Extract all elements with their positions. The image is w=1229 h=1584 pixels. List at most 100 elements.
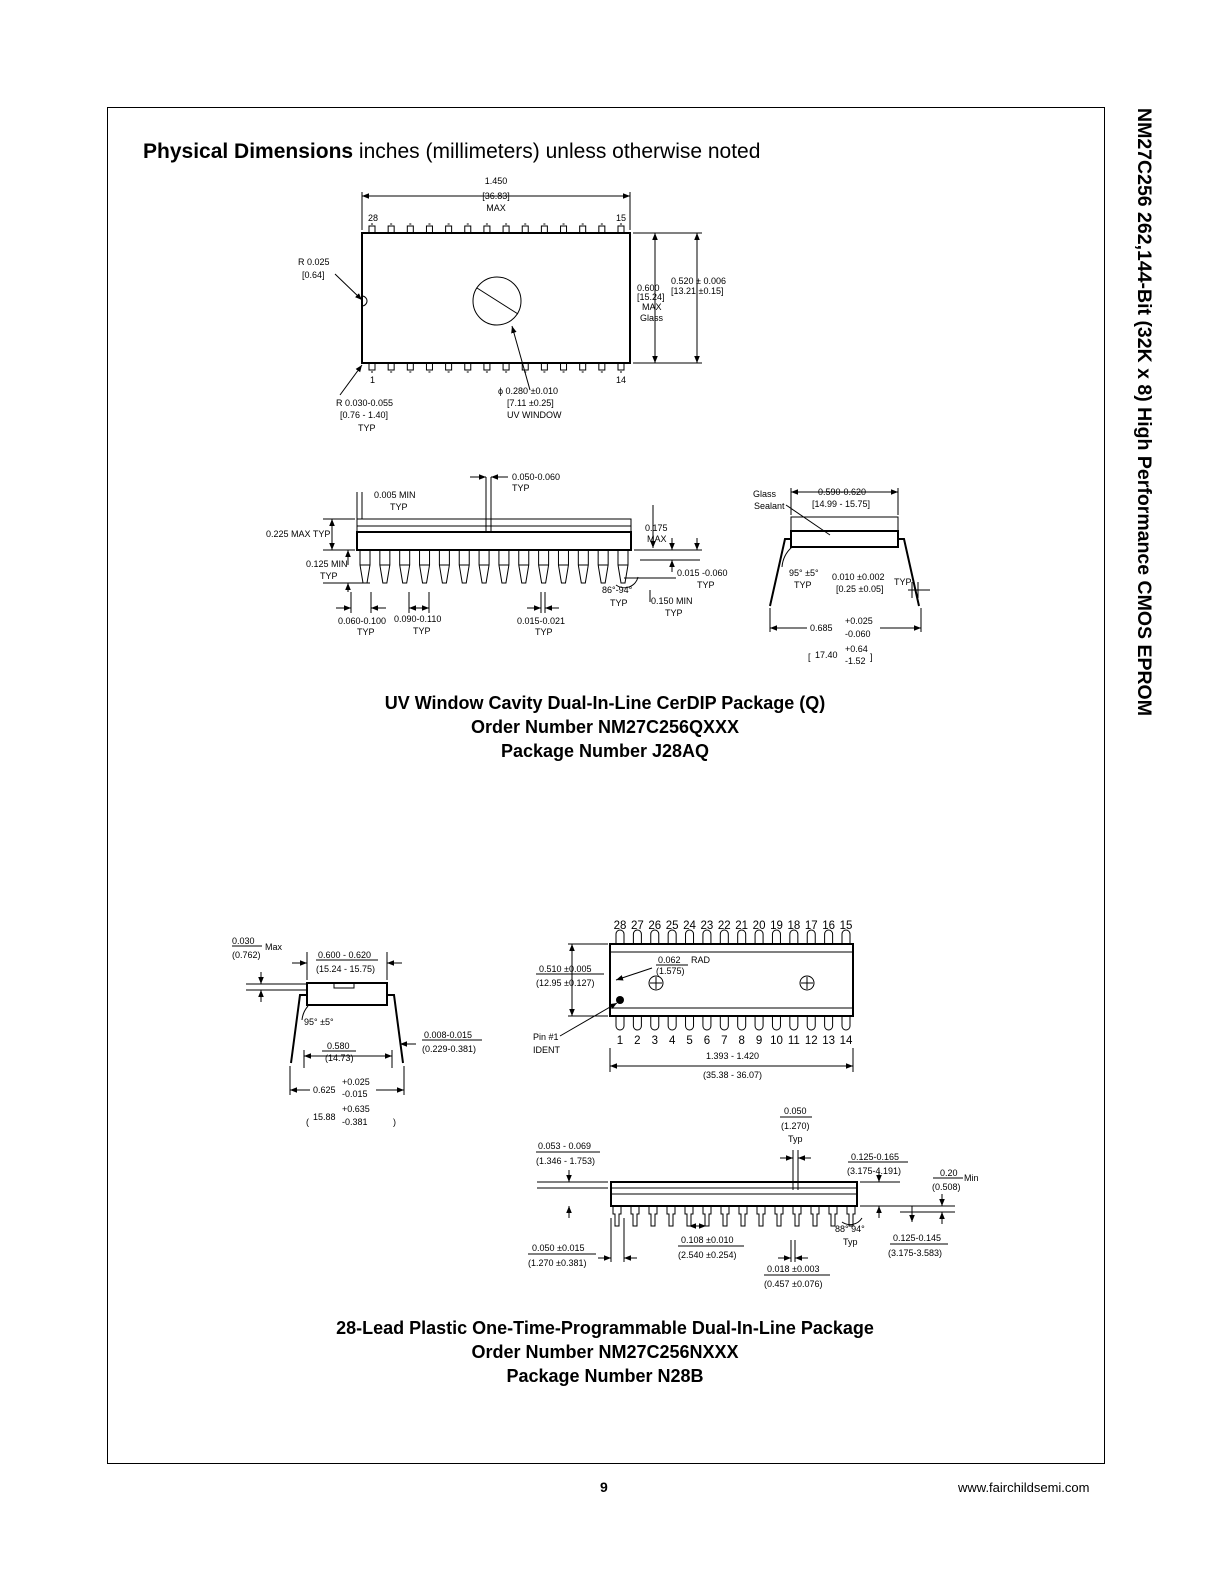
q-pin-bottom	[540, 362, 548, 373]
n-pin-bottom	[667, 1016, 677, 1031]
n-seat-mm: (3.175-4.191)	[847, 1166, 901, 1176]
q-side-lead	[577, 550, 589, 584]
n-length-mm: (35.38 - 36.07)	[703, 1070, 762, 1080]
q-caption-3: Package Number J28AQ	[500, 741, 710, 761]
n-side-lead	[738, 1206, 748, 1227]
n-pin-top	[702, 929, 712, 944]
n-pin-bottom	[702, 1016, 712, 1031]
n-pin-bottom	[754, 1016, 764, 1031]
n-stand-note: Min	[964, 1173, 979, 1183]
n-angle-side: 88° 94°	[835, 1224, 865, 1234]
n-lead-mm: (0.762)	[232, 950, 261, 960]
n-pin-label-bottom: 3	[652, 1035, 658, 1047]
n-top-width-mm: (12.95 ±0.127)	[536, 978, 594, 988]
q-pin-28: 28	[368, 213, 378, 223]
q-side-lead	[359, 550, 371, 584]
n-pin-top	[667, 929, 677, 944]
q-end-angle-note: TYP	[794, 580, 812, 590]
q-end-angle: 95° ±5°	[789, 568, 819, 578]
q-glass: Glass	[753, 489, 777, 499]
q-standoff: 0.005 MIN	[374, 490, 416, 500]
q-width-note-2: Glass	[640, 313, 664, 323]
n-lead-len-mm: (3.175-3.583)	[888, 1248, 942, 1258]
n-span-plus: +0.025	[342, 1077, 370, 1087]
q-lead-min-note: TYP	[665, 608, 683, 618]
q-side-lead	[498, 550, 510, 584]
n-side-lead	[684, 1206, 694, 1227]
q-body	[361, 232, 631, 364]
heading-sub: inches (millimeters) unless otherwise no…	[353, 140, 761, 163]
q-span-bracket-r: ]	[870, 652, 873, 662]
n-side-lead	[666, 1206, 676, 1227]
q-pin-top	[540, 223, 548, 234]
n-pin-label-bottom: 2	[634, 1035, 640, 1047]
q-angle: 86°-94°	[602, 585, 633, 595]
n-rad-note: RAD	[691, 955, 711, 965]
n-pin-bottom	[632, 1016, 642, 1031]
q-side-view: 0.050-0.060 TYP 0.005 MIN TYP 0.225 MAX …	[266, 472, 728, 637]
n-pin-bottom	[685, 1016, 695, 1031]
n-row-in: 0.580	[327, 1041, 350, 1051]
n-pin-bottom	[737, 1016, 747, 1031]
n-pin-mm: (0.457 ±0.076)	[764, 1279, 822, 1289]
n-side-lead	[810, 1206, 820, 1227]
n-span-mm-plus: +0.635	[342, 1104, 370, 1114]
q-width-note-1: MAX	[642, 302, 662, 312]
n-pin-bottom	[806, 1016, 816, 1031]
q-pitch: 0.090-0.110	[394, 614, 441, 624]
q-pin-top	[598, 223, 606, 234]
q-pin-top	[483, 223, 491, 234]
n-side-lead	[702, 1206, 712, 1227]
n-pin-label-bottom: 4	[669, 1035, 676, 1047]
q-corner-in: R 0.030-0.055	[336, 398, 393, 408]
n-pin-label-bottom: 9	[756, 1035, 762, 1047]
q-pin-bottom	[464, 362, 472, 373]
n-pin-label-top: 16	[822, 920, 835, 932]
q-side-lead	[438, 550, 450, 584]
n-tip-mm: (1.270)	[781, 1121, 810, 1131]
q-pin-top	[464, 223, 472, 234]
page-heading: Physical Dimensions inches (millimeters)…	[143, 140, 760, 164]
q-side-lead	[557, 550, 569, 584]
q-pin-top	[368, 223, 376, 234]
q-pin-bottom	[579, 362, 587, 373]
n-pin-top	[806, 929, 816, 944]
n-pin-top	[719, 929, 729, 944]
q-pin-bottom	[425, 362, 433, 373]
q-width-mm: [15.24]	[637, 292, 665, 302]
q-pin-bottom	[560, 362, 568, 373]
q-width-in: 0.600	[637, 283, 660, 293]
n-pin-label-bottom: 7	[721, 1035, 727, 1047]
page-frame	[107, 107, 1105, 1464]
q-pin-w-note: TYP	[535, 627, 553, 637]
n-rad-in: 0.062	[658, 955, 681, 965]
footer-url[interactable]: www.fairchildsemi.com	[958, 1480, 1090, 1495]
n-caption-1: 28-Lead Plastic One-Time-Programmable Du…	[336, 1318, 874, 1338]
n-pin-label-bottom: 1	[617, 1035, 623, 1047]
n-angle-side-note: Typ	[843, 1237, 858, 1247]
q-window-in: ϕ 0.280 ±0.010	[498, 386, 558, 396]
n-pin-top	[650, 929, 660, 944]
q-length-note: MAX	[486, 203, 506, 213]
n-length-in: 1.393 - 1.420	[706, 1051, 759, 1061]
n-pin-label-top: 27	[631, 920, 644, 932]
q-body-in: 0.520 ± 0.006	[671, 276, 726, 286]
q-lead-len-note: TYP	[320, 571, 338, 581]
page-number: 9	[600, 1479, 608, 1495]
q-side-lead	[597, 550, 609, 584]
q-pin-bottom	[598, 362, 606, 373]
n-tip-in: 0.050	[784, 1106, 807, 1116]
q-end-width-in: 0.590-0.620	[818, 487, 866, 497]
n-row-mm: (14.73)	[325, 1053, 354, 1063]
n-span-in: 0.625	[313, 1085, 336, 1095]
n-span-mm: 15.88	[313, 1112, 336, 1122]
n-end-view: 0.030 Max (0.762) 0.600 - 0.620 (15.24 -…	[232, 936, 482, 1127]
q-thick-mm: [0.25 ±0.05]	[836, 584, 883, 594]
n-pin-bottom	[650, 1016, 660, 1031]
n-pin-bottom	[789, 1016, 799, 1031]
q-end-width-mm: [14.99 - 15.75]	[812, 499, 870, 509]
n-pin-bottom	[771, 1016, 781, 1031]
q-span-bracket-l: [	[808, 652, 811, 662]
n-width-in: 0.600 - 0.620	[318, 950, 371, 960]
n-side-lead	[756, 1206, 766, 1227]
